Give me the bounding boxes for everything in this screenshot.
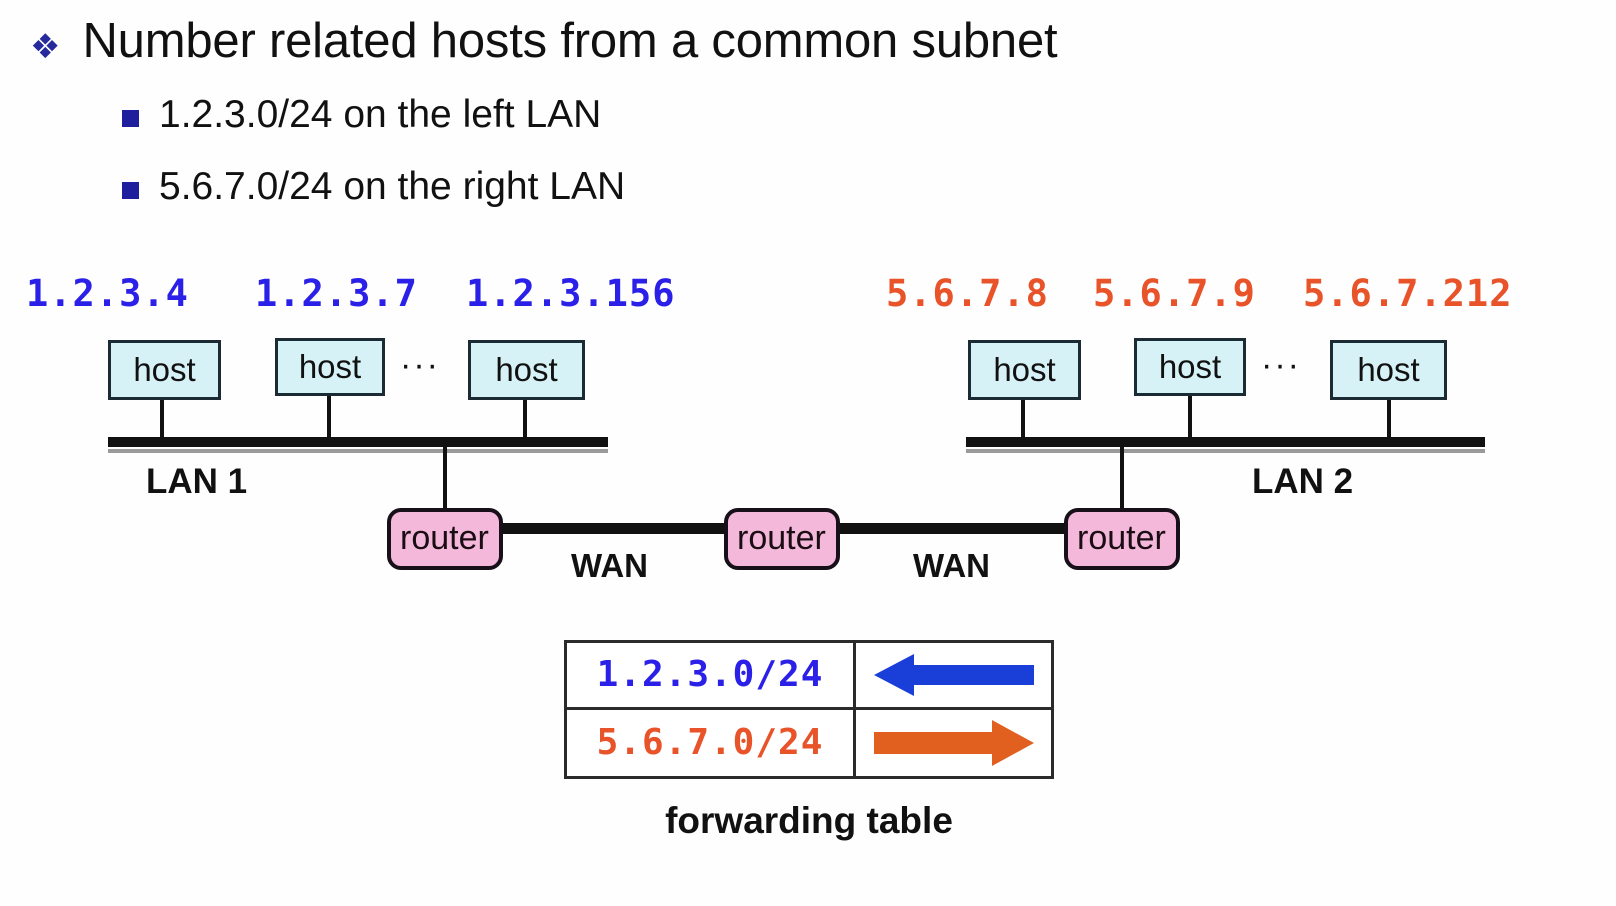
- host-box-right-3: host: [1330, 340, 1447, 400]
- wan-label-1: WAN: [571, 547, 648, 584]
- forwarding-table-row: 5.6.7.0/24: [567, 709, 1051, 777]
- forwarding-table-row: 1.2.3.0/24: [567, 643, 1051, 710]
- router-label-1: router: [400, 519, 489, 557]
- router-box-1: [387, 508, 503, 570]
- bullet-level2-item-2: 5.6.7.0/24 on the right LAN: [122, 165, 626, 208]
- host-stub-right-3: [1387, 400, 1391, 442]
- wan-link-1: [480, 523, 760, 534]
- square-bullet-icon: [122, 110, 139, 127]
- forwarding-table: 1.2.3.0/24 5.6.7.0/24: [564, 640, 1054, 779]
- ip-label-left-3: 1.2.3.156: [466, 272, 676, 315]
- ip-label-right-1: 5.6.7.8: [886, 272, 1049, 315]
- ellipsis-left: ···: [400, 346, 440, 384]
- bullet-level1: ❖ Number related hosts from a common sub…: [30, 14, 1058, 68]
- wan-label-2: WAN: [913, 547, 990, 584]
- ellipsis-right: ···: [1261, 346, 1301, 384]
- ip-label-left-1: 1.2.3.4: [26, 272, 189, 315]
- router-label-3: router: [1077, 519, 1166, 557]
- host-box-left-3: host: [468, 340, 585, 400]
- router-stub-left: [443, 447, 447, 511]
- diamond-cluster-bullet-icon: ❖: [30, 27, 61, 67]
- host-box-left-2: host: [275, 338, 385, 396]
- host-box-right-1: host: [968, 340, 1081, 400]
- host-box-left-1: host: [108, 340, 221, 400]
- router-label-2: router: [737, 519, 826, 557]
- forwarding-table-caption: forwarding table: [665, 800, 953, 841]
- wan-link-2: [816, 523, 1106, 534]
- host-stub-left-3: [523, 400, 527, 442]
- left-arrow-icon: [873, 653, 1034, 696]
- lan-label-1: LAN 1: [146, 462, 248, 501]
- bullet-level2-label-1: 1.2.3.0/24 on the left LAN: [159, 93, 602, 136]
- forwarding-prefix-2: 5.6.7.0/24: [567, 709, 856, 776]
- square-bullet-icon: [122, 182, 139, 199]
- lan-label-2: LAN 2: [1252, 462, 1354, 501]
- right-arrow-icon: [873, 719, 1034, 766]
- ip-label-left-2: 1.2.3.7: [255, 272, 418, 315]
- router-box-3: [1064, 508, 1180, 570]
- bullet-level2-item-1: 1.2.3.0/24 on the left LAN: [122, 93, 602, 136]
- router-stub-right: [1120, 447, 1124, 511]
- forwarding-direction-2: [856, 710, 1051, 777]
- host-stub-right-1: [1021, 400, 1025, 442]
- bullet-level1-label: Number related hosts from a common subne…: [82, 14, 1058, 68]
- ip-label-right-3: 5.6.7.212: [1303, 272, 1513, 315]
- forwarding-prefix-1: 1.2.3.0/24: [567, 643, 856, 707]
- host-box-right-2: host: [1134, 338, 1246, 396]
- host-stub-left-2: [327, 396, 331, 442]
- router-box-2: [724, 508, 840, 570]
- forwarding-direction-1: [856, 643, 1051, 707]
- lan-bar-2: [966, 437, 1485, 453]
- host-stub-right-2: [1188, 396, 1192, 442]
- host-stub-left-1: [160, 400, 164, 442]
- lan-bar-1: [108, 437, 608, 453]
- bullet-level2-label-2: 5.6.7.0/24 on the right LAN: [159, 165, 626, 208]
- ip-label-right-2: 5.6.7.9: [1093, 272, 1256, 315]
